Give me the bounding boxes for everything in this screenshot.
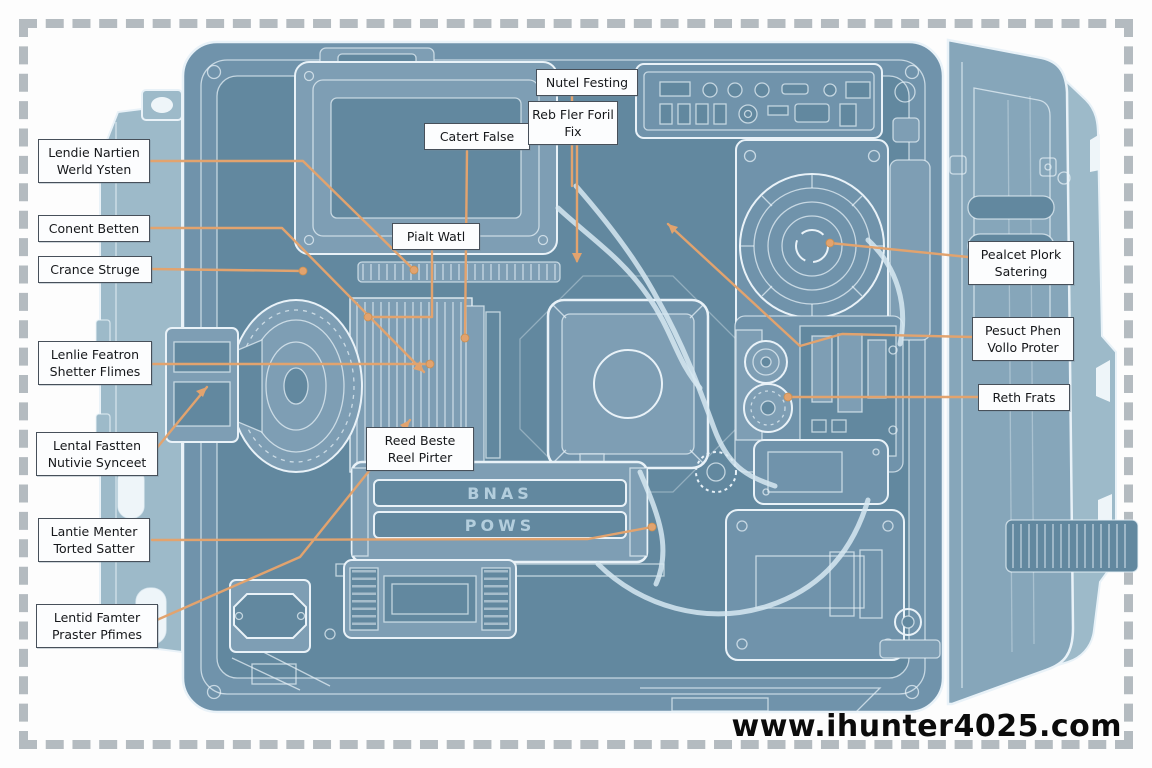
callout-lantie-menter: Lantie Menter Torted Satter: [38, 518, 150, 562]
callout-nutel-festing: Nutel Festing: [536, 69, 638, 96]
hoses-drawing: [555, 183, 906, 617]
callout-text-line: Reel Pirter: [387, 450, 453, 465]
callout-lenlie-featron: Lenlie Featron Shetter Flimes: [38, 341, 152, 385]
octagon-plate-drawing: [229, 579, 311, 653]
callout-text-line: Shetter Flimes: [49, 364, 141, 379]
callout-text-line: Pesuct Phen: [984, 322, 1062, 338]
callout-text-line: Pealcet Plork: [980, 246, 1062, 262]
callout-lentid-famter: Lentid Famter Praster Pfimes: [36, 604, 158, 648]
callout-text-line: Werld Ysten: [56, 162, 132, 177]
callout-lental-fastten: Lental Fastten Nutivie Synceet: [36, 432, 158, 476]
bottom-right-plates-drawing: [695, 439, 941, 661]
callout-pialt-watl: Pialt Watl: [392, 223, 480, 250]
right-assembly-drawing: [734, 315, 904, 473]
callout-text-line: Reed Beste: [384, 432, 456, 448]
callout-text-line: Lantie Menter: [50, 523, 138, 539]
callout-text-line: Catert False: [439, 128, 515, 144]
cooling-fan-drawing: [735, 139, 931, 353]
callout-crance-struge: Crance Struge: [38, 256, 152, 283]
callout-catert-false: Catert False: [424, 123, 530, 150]
battery-module-drawing: BNAS POWS: [335, 453, 665, 577]
callout-text-line: Lentid Famter: [53, 609, 141, 625]
callout-reed-beste: Reed Beste Reel Pirter: [366, 427, 474, 471]
dashed-frame-border: [19, 19, 1133, 749]
circuit-board-drawing: [635, 63, 920, 143]
callout-text-line: Lental Fastten: [53, 437, 141, 453]
callout-reth-frats: Reth Frats: [978, 384, 1070, 411]
callout-text-line: Nutel Festing: [545, 74, 629, 90]
bottom-module-drawing: [324, 559, 517, 640]
callout-text-line: Reth Frats: [992, 389, 1056, 405]
callout-lendie-nartien: Lendie Nartien Werld Ysten: [38, 139, 150, 183]
callout-text-line: Lendie Nartien: [48, 144, 140, 160]
callout-text-line: Lenlie Featron: [50, 346, 140, 362]
callout-text-line: Nutivie Synceet: [47, 455, 147, 470]
callout-text-line: Pialt Watl: [406, 228, 466, 244]
battery-emboss-bottom: POWS: [465, 516, 536, 535]
callout-text-line: Torted Satter: [53, 541, 135, 556]
watermark-url: www.ihunter4025.com: [731, 709, 1122, 744]
callout-reb-fler-foril: Reb Fler Foril Fix: [528, 101, 618, 145]
callout-pealcet-plork: Pealcet Plork Satering: [968, 241, 1074, 285]
callout-text-line: Fix: [564, 124, 582, 139]
callout-pesuct-phen: Pesuct Phen Vollo Proter: [972, 317, 1074, 361]
callout-text-line: Conent Betten: [48, 220, 140, 236]
callout-text-line: Reb Fler Foril: [532, 106, 614, 122]
callout-text-line: Praster Pfimes: [51, 627, 143, 642]
callout-text-line: Satering: [994, 264, 1048, 279]
callout-text-line: Vollo Proter: [987, 340, 1059, 355]
callout-conent-betten: Conent Betten: [38, 215, 150, 242]
battery-emboss-top: BNAS: [467, 484, 533, 503]
side-door-drawing: [946, 38, 1117, 706]
radiator-bar-drawing: [1005, 519, 1139, 573]
center-chip-drawing: [519, 275, 737, 493]
callout-text-line: Crance Struge: [50, 261, 140, 277]
